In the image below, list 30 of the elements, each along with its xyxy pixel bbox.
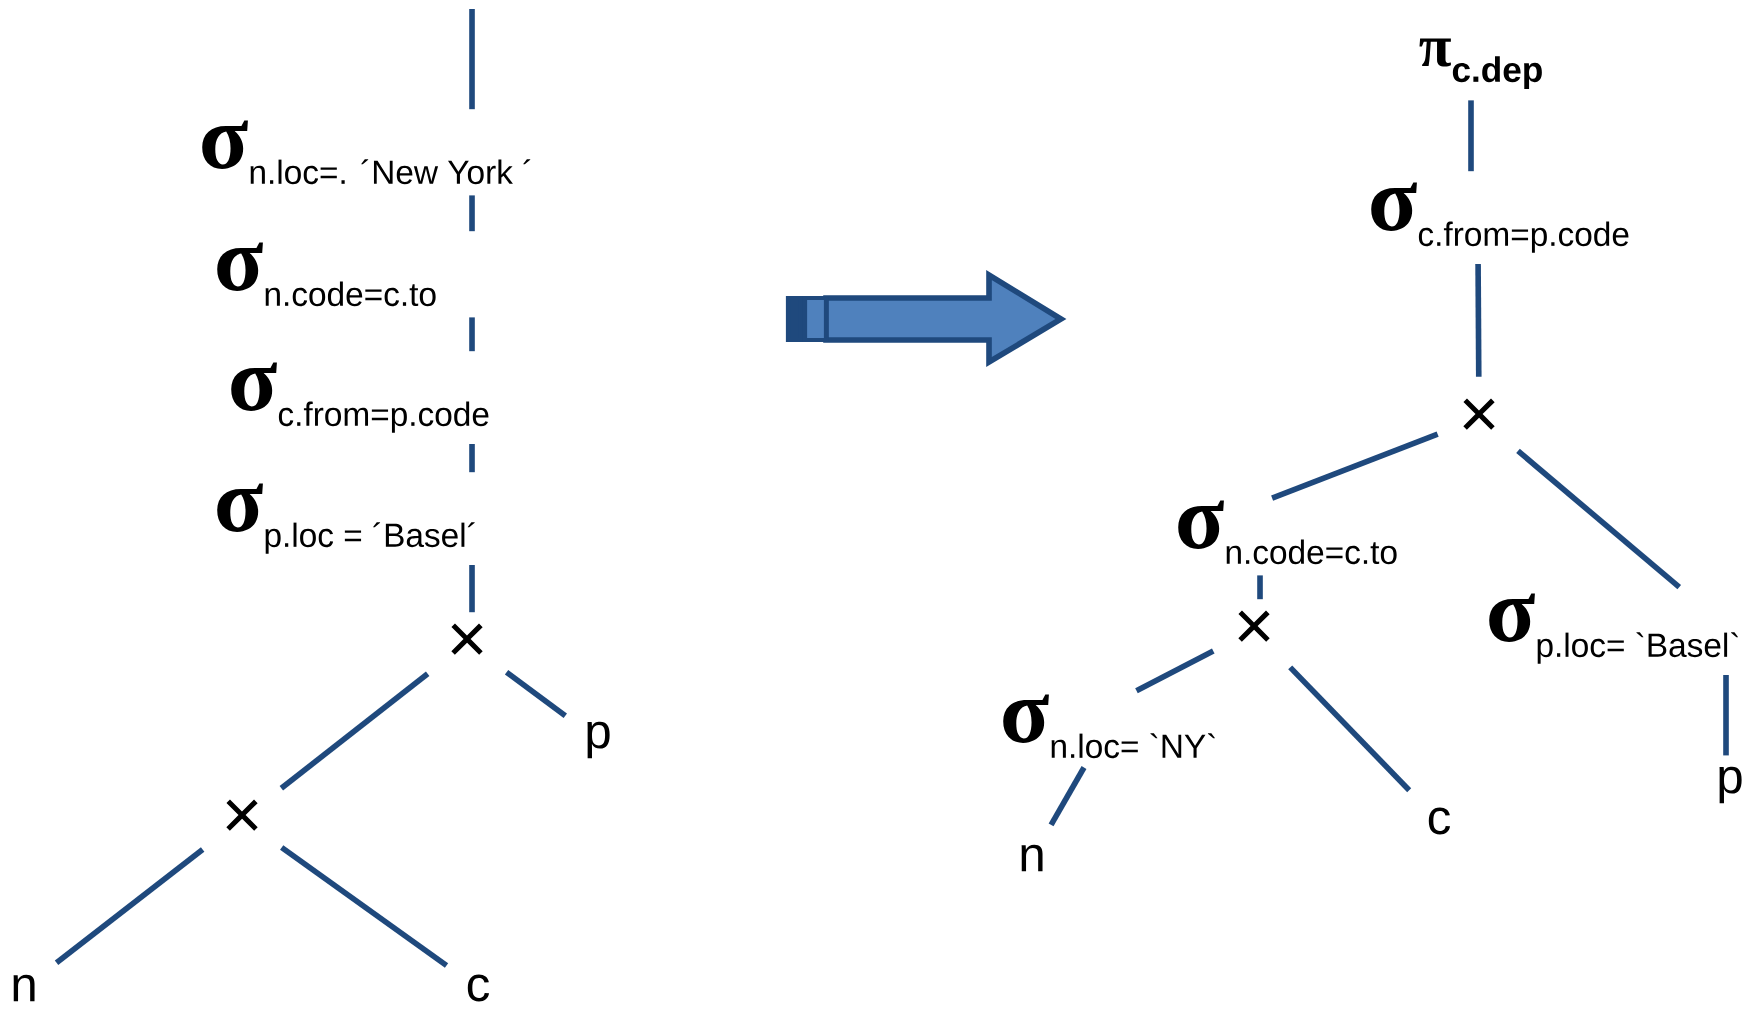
relation-label: p bbox=[1719, 766, 1742, 804]
relation-label: n bbox=[1021, 844, 1043, 872]
connector-line bbox=[504, 670, 567, 719]
connector-line bbox=[1048, 766, 1087, 827]
connector-line bbox=[469, 9, 475, 110]
connector-line bbox=[1257, 575, 1263, 600]
relation-label: c bbox=[467, 974, 489, 1002]
connector-line bbox=[1468, 100, 1474, 172]
connector-line bbox=[1516, 448, 1682, 590]
connector-line bbox=[1288, 665, 1412, 793]
relation-label: n bbox=[13, 974, 35, 1002]
connector-line bbox=[280, 845, 449, 968]
connector-line bbox=[469, 444, 475, 473]
connector-line bbox=[54, 847, 205, 965]
connector-line bbox=[279, 671, 430, 791]
cross-product-symbol: × bbox=[451, 623, 483, 655]
connector-line bbox=[1271, 431, 1439, 501]
relation-label: c bbox=[1428, 807, 1450, 835]
cross-product-symbol: × bbox=[1238, 610, 1270, 642]
connector-line bbox=[469, 195, 475, 232]
connector-line bbox=[469, 317, 475, 352]
connector-line bbox=[469, 565, 475, 613]
operator-label: σ c.from=p.code bbox=[231, 362, 489, 433]
connector-line bbox=[1475, 264, 1482, 377]
relation-label: p bbox=[587, 721, 610, 759]
operator-label: σ c.from=p.code bbox=[1371, 182, 1629, 253]
connector-line bbox=[1135, 648, 1215, 694]
connector-line bbox=[1723, 675, 1729, 756]
cross-product-symbol: × bbox=[1463, 398, 1495, 430]
cross-product-symbol: × bbox=[226, 799, 258, 831]
